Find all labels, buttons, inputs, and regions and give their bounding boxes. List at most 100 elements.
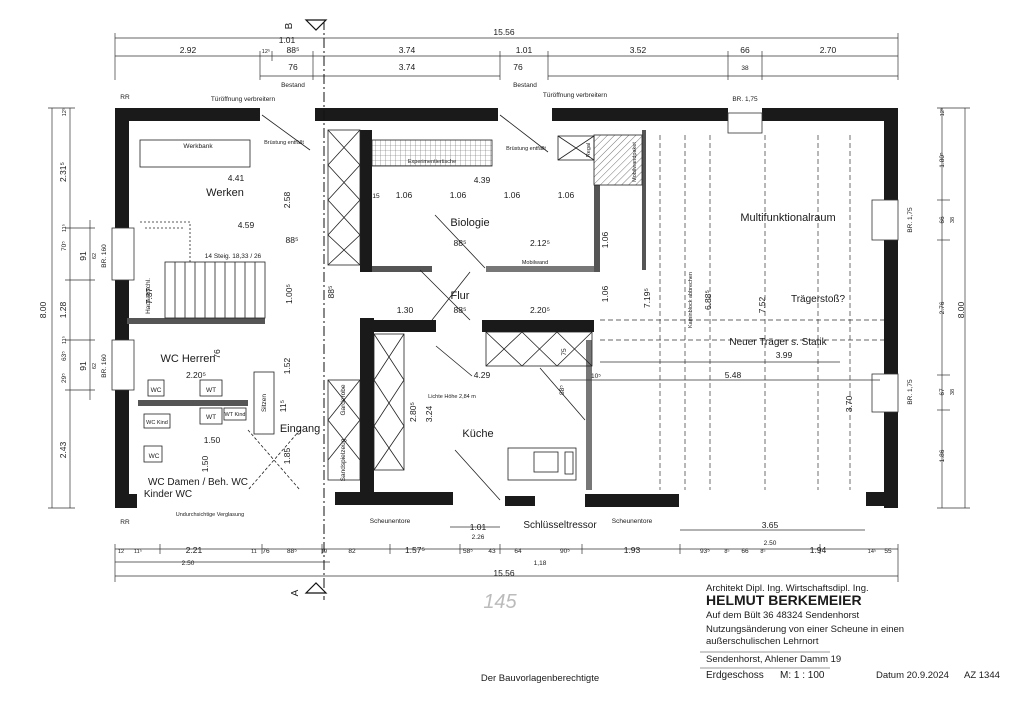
dim: 2.43 — [58, 441, 68, 458]
dim: 1.01 — [516, 45, 533, 55]
dim: 70⁵ — [61, 241, 68, 251]
label-garderobe: Garderobe — [340, 384, 347, 415]
dim: 8⁵ — [760, 548, 765, 555]
dim: 4.29 — [474, 370, 491, 380]
label-mobilwandpaket: Mobilwandpaket — [632, 142, 638, 182]
label-wc: WC — [149, 453, 160, 460]
section-markers — [304, 19, 328, 594]
dimension-lines-top — [114, 33, 899, 80]
title-scale: M: 1 : 100 — [780, 670, 825, 681]
dim: 1.01 — [470, 522, 487, 532]
dim: 90⁵ — [560, 548, 570, 555]
dim: 8.00 — [956, 301, 966, 318]
dim: 66 — [740, 45, 750, 55]
dim: 88⁵ — [454, 305, 467, 315]
dim: 11⁵ — [278, 400, 288, 412]
dim: 11⁵ — [61, 224, 68, 232]
dim: 2.31⁵ — [58, 162, 68, 182]
sitzbank — [253, 371, 275, 435]
dimension-lines-sides — [48, 107, 970, 509]
room-wc-damen: WC Damen / Beh. WC — [148, 477, 248, 488]
label-tueroeffnung: Türöffnung verbreitern — [211, 96, 276, 103]
label-kaminblock: Kaminblock abbrechen — [688, 272, 694, 328]
dim: 15 — [372, 193, 380, 200]
label-mobilwand: Mobilwand — [522, 260, 548, 266]
regal-cabinet-left — [327, 129, 361, 266]
dim: 88⁵ — [559, 385, 566, 395]
dim: 2.58 — [282, 191, 292, 208]
dim: 62 — [92, 363, 98, 369]
dim: 4.41 — [228, 173, 245, 183]
dim: 55 — [884, 548, 892, 555]
dim: 10⁵ — [591, 373, 601, 380]
dim: 11⁵ — [61, 336, 68, 344]
dim: 91 — [78, 361, 88, 371]
dim: 2.70 — [820, 45, 837, 55]
title-az: AZ 1344 — [964, 670, 1000, 681]
title-address: Auf dem Bült 36 48324 Sendenhorst — [706, 610, 860, 621]
dim: 76 — [513, 62, 523, 72]
dim: 5.48 — [725, 370, 742, 380]
dim: 3.99 — [776, 350, 793, 360]
label-steigungen: 14 Steig. 18,33 / 26 — [205, 253, 262, 260]
label-traegerstoss: Trägerstoß? — [791, 294, 846, 305]
label-sitzen: Sitzen — [261, 394, 268, 412]
label-bestand: Bestand — [281, 82, 305, 89]
dim: 2.12⁵ — [530, 238, 550, 248]
interior-walls — [127, 130, 646, 494]
dim: 64 — [514, 548, 522, 555]
dim: 6.88⁵ — [703, 290, 713, 310]
label-regal: Regal — [586, 143, 592, 157]
label-wc-kind: WC Kind — [146, 420, 168, 426]
dim: 1.06 — [504, 190, 521, 200]
dim: 2.20⁵ — [530, 305, 550, 315]
wc-herren-bowl — [147, 379, 165, 397]
dim: 63⁵ — [61, 351, 68, 361]
fixtures — [139, 114, 643, 501]
label-verglasung: Undurchsichtige Verglasung — [176, 512, 245, 518]
room-werken: Werken — [206, 187, 244, 199]
dim: 12⁵ — [61, 108, 68, 116]
kueche-cabinets — [485, 331, 593, 367]
structure-lines — [323, 20, 884, 600]
dim-bottom-total: 15.56 — [493, 568, 515, 578]
dim: 4.59 — [238, 220, 255, 230]
dim: 75 — [561, 348, 568, 356]
dim: 1.28 — [58, 301, 68, 318]
dim: 88⁵ — [287, 548, 297, 555]
dim: 2.21 — [186, 545, 203, 555]
label-lichte-hoehe: Lichte Höhe 2,84 m — [428, 394, 476, 400]
title-name: HELMUT BERKEMEIER — [706, 592, 862, 608]
dim: 2.76 — [939, 301, 946, 314]
dim: 3.74 — [399, 45, 416, 55]
dim: 7.19⁵ — [642, 288, 652, 308]
title-signature: Der Bauvorlagenberechtigte — [481, 673, 599, 684]
dim: 1.06 — [558, 190, 575, 200]
dim: 1.06 — [600, 231, 610, 248]
title-architekt: Architekt Dipl. Ing. Wirtschaftsdipl. In… — [706, 583, 869, 594]
section-cut-label: A — [290, 589, 301, 596]
dim: 2.26 — [472, 534, 485, 541]
dim: 1.50 — [204, 435, 221, 445]
room-kueche: Küche — [462, 428, 493, 440]
dim: 43 — [488, 548, 496, 555]
title-project: Nutzungsänderung von einer Scheune in ei… — [706, 624, 904, 635]
dim: 1.93 — [624, 545, 641, 555]
dim: 1.06 — [450, 190, 467, 200]
dim: 1,18 — [534, 560, 547, 567]
dim: 88⁵ — [454, 238, 467, 248]
dim: 7.52 — [757, 296, 767, 313]
room-multifunktionalraum: Multifunktionalraum — [740, 212, 835, 224]
dim: 2.50 — [764, 540, 777, 547]
dim: 8.00 — [38, 301, 48, 318]
label-scheunentore: Scheunentore — [370, 518, 411, 525]
annotation-text: 15.56 2.92 1.01 12⁵ 88⁵ 3.74 1.01 3.52 6… — [38, 22, 1000, 684]
label-wt: WT — [206, 414, 216, 421]
label-bruestung: Brüstung entfällt — [264, 140, 304, 146]
dim: 58⁵ — [463, 548, 473, 555]
dim: 91 — [78, 251, 88, 261]
section-cut-label: B — [284, 22, 295, 29]
dim: 29⁵ — [61, 373, 68, 383]
label-hausanschluss: Hausanschl. — [145, 278, 152, 314]
